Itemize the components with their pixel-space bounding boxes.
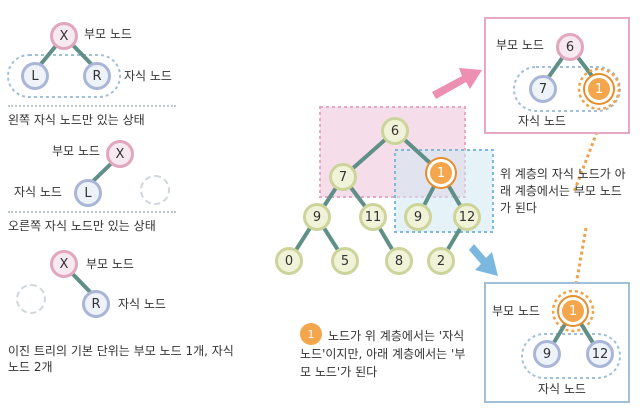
caption-left-only: 왼쪽 자식 노드만 있는 상태 xyxy=(8,113,145,127)
separator xyxy=(8,211,176,213)
upper-level-box xyxy=(484,17,630,134)
tree-node-l2: 9 xyxy=(404,203,432,231)
arrow-up-icon xyxy=(432,68,482,99)
node-x-basic: X xyxy=(50,22,78,50)
tree-node-l2: 12 xyxy=(453,203,481,231)
upper-note: 위 계층의 자식 노드가 아래 계층에서는 부모 노드가 된다 xyxy=(500,167,626,215)
empty-child-placeholder xyxy=(140,175,170,205)
parent-node-label-basic: 부모 노드 xyxy=(84,27,132,41)
tree-node-l3: 5 xyxy=(331,247,359,275)
parent-node-label-right-only: 부모 노드 xyxy=(86,257,134,271)
upper-child-label: 자식 노드 xyxy=(518,114,566,128)
parent-node-label-left-only: 부모 노드 xyxy=(52,144,100,158)
child-node-label-basic: 자식 노드 xyxy=(124,69,172,83)
arrow-down-icon xyxy=(469,244,498,276)
caption-right-only: 오른쪽 자식 노드만 있는 상태 xyxy=(8,219,156,233)
node-r-basic: R xyxy=(83,62,111,90)
upper-parent-label: 부모 노드 xyxy=(496,38,544,52)
legend-node: 1 xyxy=(300,323,322,345)
lower-parent-node: 1 xyxy=(559,297,587,325)
empty-child-placeholder xyxy=(16,284,46,314)
tree-node-l1-right: 1 xyxy=(427,159,455,187)
node-x-left-only: X xyxy=(106,140,134,168)
tree-node-l2: 11 xyxy=(359,203,387,231)
tree-node-l3: 2 xyxy=(427,247,455,275)
lower-child-label: 자식 노드 xyxy=(538,382,586,396)
node-l-basic: L xyxy=(21,62,49,90)
tree-node-root: 6 xyxy=(381,117,409,145)
lower-left-child-node: 9 xyxy=(533,340,561,368)
upper-right-child-node: 1 xyxy=(585,75,613,103)
tree-node-l1-left: 7 xyxy=(329,163,357,191)
node-r-right-only: R xyxy=(82,290,110,318)
node-l-left-only: L xyxy=(74,179,102,207)
lower-parent-label: 부모 노드 xyxy=(492,304,540,318)
separator xyxy=(8,105,176,107)
child-node-label-right-only: 자식 노드 xyxy=(118,297,166,311)
tree-node-l3: 8 xyxy=(385,247,413,275)
child-node-label-left-only: 자식 노드 xyxy=(14,185,62,199)
lower-level-box xyxy=(484,282,630,403)
node-x-right-only: X xyxy=(50,250,78,278)
tree-node-l3: 0 xyxy=(275,247,303,275)
lower-right-child-node: 12 xyxy=(586,340,614,368)
upper-parent-node: 6 xyxy=(556,33,584,61)
upper-left-child-node: 7 xyxy=(529,75,557,103)
legend-text: 노드가 위 계층에서는 '자식 노드'이지만, 아래 계층에서는 '부모 노드'… xyxy=(300,329,466,379)
tree-node-l2: 9 xyxy=(303,203,331,231)
summary-text: 이진 트리의 기본 단위는 부모 노드 1개, 자식 노드 2개 xyxy=(8,344,234,374)
